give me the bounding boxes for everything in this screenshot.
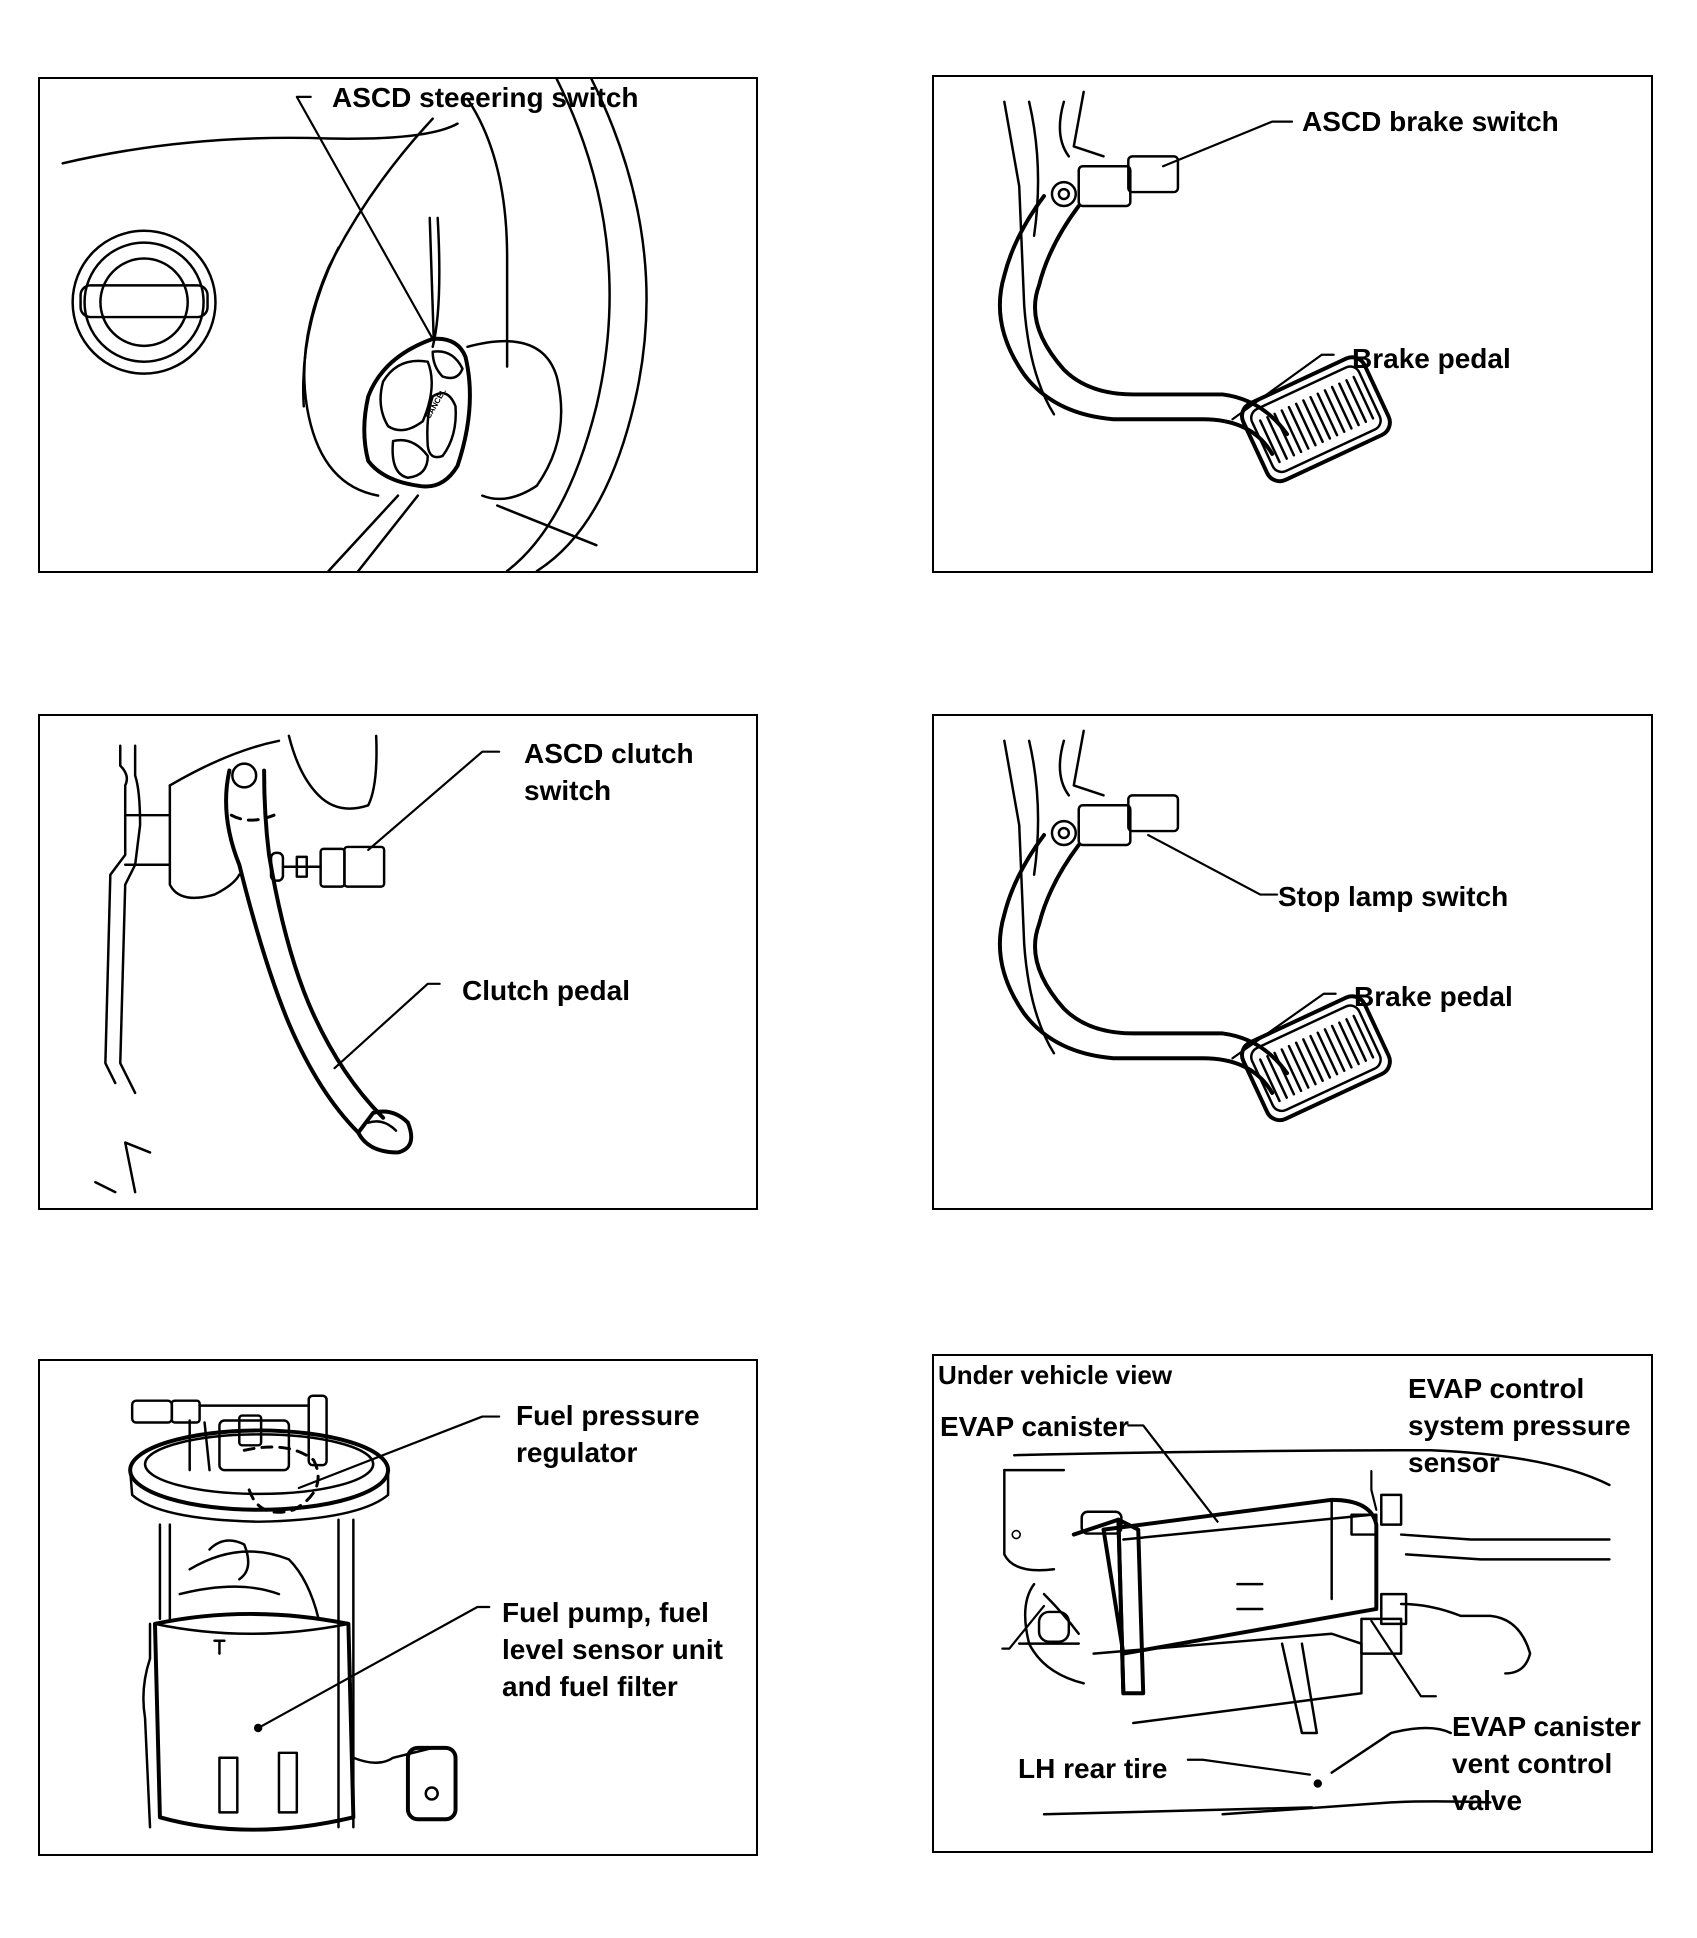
label-ascd-clutch-switch: ASCD clutch switch xyxy=(524,738,694,806)
clutch-pedal-illustration xyxy=(94,734,501,1194)
switch-text-cancel: CANCEL xyxy=(424,387,448,420)
label-brake-pedal: Brake pedal xyxy=(1352,343,1511,374)
label-clutch-pedal: Clutch pedal xyxy=(462,975,631,1006)
panel-ascd-brake-switch: ASCD brake switch Brake pedal xyxy=(932,75,1653,573)
label-lh-rear-tire: LH rear tire xyxy=(1018,1753,1168,1784)
label-evap-canister: EVAP canister xyxy=(940,1411,1129,1442)
label-ascd-steering-switch: ASCD steeering switch xyxy=(332,82,639,113)
label-brake-pedal-2: Brake pedal xyxy=(1354,981,1513,1012)
panel-ascd-steering-switch: CANCEL ASCD steeering switch xyxy=(38,77,758,573)
label-fuel-pressure-regulator: Fuel pressure regulator xyxy=(516,1400,700,1468)
steering-wheel-illustration: CANCEL xyxy=(61,79,648,571)
panel-fuel-pump: Fuel pressure regulator Fuel pump, fuel … xyxy=(38,1359,758,1856)
panel-evap-canister: Under vehicle view EVAP canister EVAP co… xyxy=(932,1354,1653,1853)
brake-pedal-illustration xyxy=(997,90,1392,484)
label-evap-vent-control-valve: EVAP canister vent control valve xyxy=(1452,1711,1641,1816)
label-evap-pressure-sensor: EVAP control system pressure sensor xyxy=(1408,1373,1631,1478)
label-stop-lamp-switch: Stop lamp switch xyxy=(1278,881,1509,912)
evap-view-title: Under vehicle view xyxy=(938,1360,1173,1390)
label-ascd-brake-switch: ASCD brake switch xyxy=(1302,106,1559,137)
evap-canister-illustration xyxy=(1001,1424,1611,1816)
fuel-pump-assembly-illustration xyxy=(128,1394,501,1832)
label-fuel-pump-sensor-filter: Fuel pump, fuel level sensor unit and fu… xyxy=(502,1597,723,1702)
brake-pedal-illustration-2 xyxy=(997,729,1392,1123)
panel-ascd-clutch-switch: ASCD clutch switch Clutch pedal xyxy=(38,714,758,1210)
panel-stop-lamp-switch: Stop lamp switch Brake pedal xyxy=(932,714,1653,1210)
